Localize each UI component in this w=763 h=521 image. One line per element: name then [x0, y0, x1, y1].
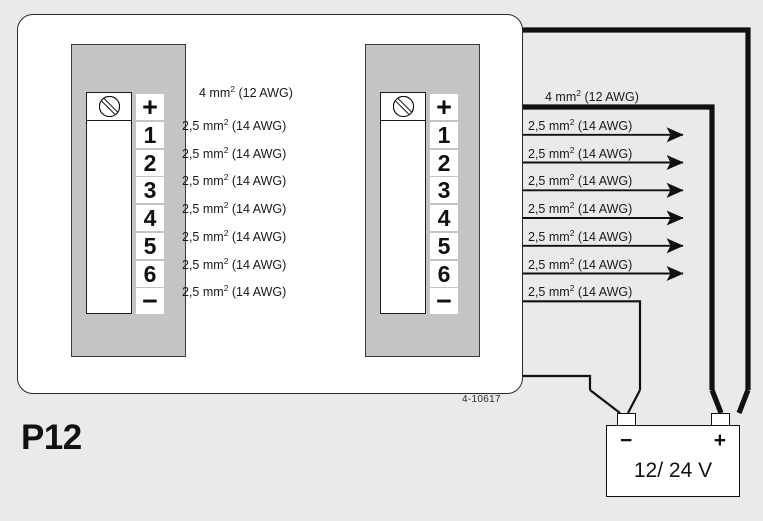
wire-label-b2-2: 2,5 mm2 (14 AWG): [528, 145, 633, 162]
wire-negative-converge: [589, 389, 641, 414]
terminal-label-b1-6: 6: [136, 261, 164, 287]
screw-terminal-icon: [98, 96, 120, 118]
battery-plus-label: +: [713, 429, 726, 452]
terminal-label-b1-plus: +: [136, 93, 164, 120]
terminal-block-2-screw-column: [380, 92, 426, 314]
terminal-label-b2-minus: −: [430, 287, 458, 314]
battery-minus-label: −: [620, 429, 633, 452]
terminal-label-b1-2: 2: [136, 150, 164, 176]
wire-label-b2-minus: 2,5 mm2 (14 AWG): [528, 283, 633, 300]
terminal-label-b2-3: 3: [430, 177, 458, 203]
wire-label-b2-4: 2,5 mm2 (14 AWG): [528, 200, 633, 217]
wire-label-b2-1: 2,5 mm2 (14 AWG): [528, 117, 633, 134]
terminal-block-1-screw-column: [86, 92, 132, 314]
terminal-label-b2-2: 2: [430, 150, 458, 176]
terminal-label-b1-minus: −: [136, 287, 164, 314]
terminal-row: [87, 93, 131, 121]
terminal-label-b2-plus: +: [430, 93, 458, 120]
wire-label-b2-3: 2,5 mm2 (14 AWG): [528, 172, 633, 189]
wire-label-b2-6: 2,5 mm2 (14 AWG): [528, 256, 633, 273]
wire-positive-converge: [709, 389, 751, 414]
terminal-label-b2-1: 1: [430, 122, 458, 148]
wire-label-b2-plus: 4 mm2 (12 AWG): [545, 88, 639, 105]
screw-terminal-icon: [392, 96, 414, 118]
terminal-label-b2-5: 5: [430, 233, 458, 259]
terminal-label-b1-5: 5: [136, 233, 164, 259]
drawing-reference-number: 4-10617: [462, 394, 501, 405]
wire-label-b1-5: 2,5 mm2 (14 AWG): [182, 228, 287, 245]
wire-label-b1-4: 2,5 mm2 (14 AWG): [182, 200, 287, 217]
diagram-title: P12: [21, 418, 82, 457]
battery-symbol: − + 12/ 24 V: [606, 425, 740, 497]
wire-label-b1-6: 2,5 mm2 (14 AWG): [182, 256, 287, 273]
wire-label-b2-5: 2,5 mm2 (14 AWG): [528, 228, 633, 245]
wire-label-b1-2: 2,5 mm2 (14 AWG): [182, 145, 287, 162]
battery-voltage-label: 12/ 24 V: [633, 459, 713, 482]
wire-label-b1-1: 2,5 mm2 (14 AWG): [182, 117, 287, 134]
terminal-label-b1-1: 1: [136, 122, 164, 148]
terminal-label-b1-3: 3: [136, 177, 164, 203]
terminal-label-b2-6: 6: [430, 261, 458, 287]
wire-label-b1-minus: 2,5 mm2 (14 AWG): [182, 283, 287, 300]
terminal-label-b1-4: 4: [136, 205, 164, 231]
terminal-label-b2-4: 4: [430, 205, 458, 231]
wire-label-b1-3: 2,5 mm2 (14 AWG): [182, 172, 287, 189]
wire-label-b1-plus: 4 mm2 (12 AWG): [199, 84, 293, 101]
terminal-row: [381, 93, 425, 121]
